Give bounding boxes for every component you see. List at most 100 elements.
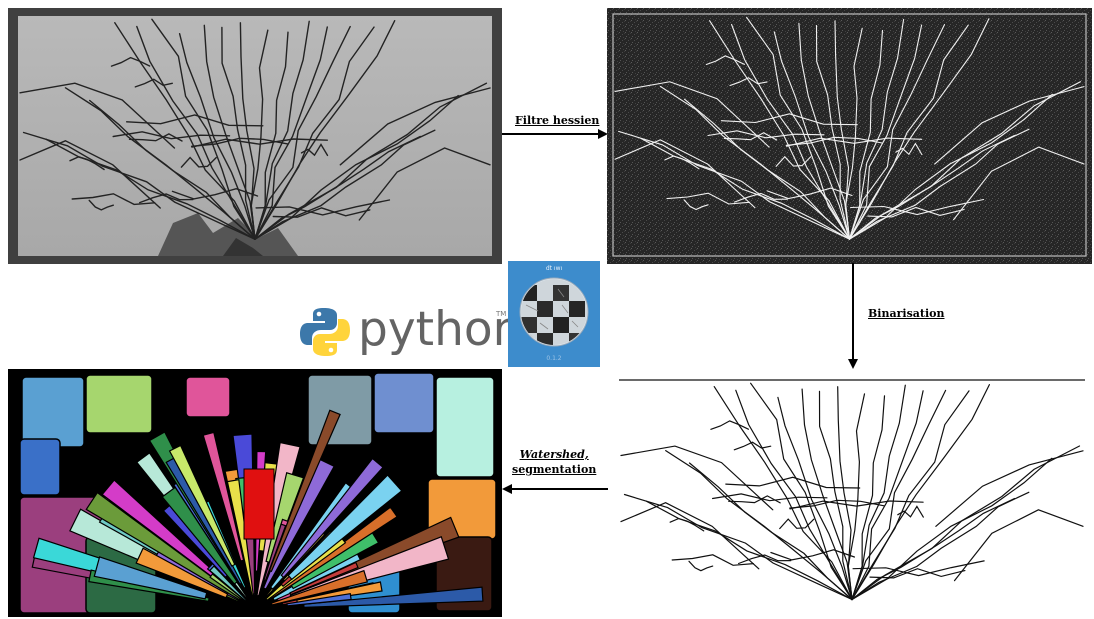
segment-wedge-58 — [287, 474, 403, 581]
binary-crack-13 — [851, 384, 906, 601]
binary-crack-33 — [789, 500, 924, 510]
raw-crack-13 — [254, 20, 310, 240]
hessian-crack-6 — [746, 16, 851, 240]
raw-crack-9 — [221, 26, 256, 240]
binary-crack-9 — [818, 390, 853, 601]
segment-wedge-38 — [270, 569, 369, 606]
binary-crack-0 — [623, 493, 853, 601]
hessian-crack-20 — [848, 93, 1053, 240]
hessian-crack-16 — [848, 24, 969, 240]
raw-crack-33 — [191, 138, 328, 148]
scikit-image-logo: dt ıwı 0.1.2 — [508, 261, 600, 367]
python-wordmark: python — [358, 302, 523, 357]
segment-wedge-33 — [289, 561, 359, 596]
hessian-crack-4 — [709, 20, 851, 240]
raw-crack-17 — [254, 20, 396, 240]
segment-wedge-51 — [135, 547, 229, 599]
raw-crack-35 — [171, 187, 259, 200]
hessian-crack-24 — [733, 192, 788, 203]
hessian-crack-7 — [773, 31, 851, 240]
binary-crack-17 — [851, 384, 990, 601]
hessian-crack-22 — [785, 136, 883, 146]
raw-crack-41 — [358, 147, 491, 221]
binary-crack-15 — [851, 389, 947, 601]
binary-crack-30 — [897, 505, 924, 518]
raw-crack-3 — [89, 99, 256, 240]
binary-crack-16 — [851, 390, 970, 601]
raw-crack-14 — [254, 26, 328, 240]
segment-wedge-45 — [268, 409, 341, 573]
hessian-crack-19 — [848, 128, 1030, 240]
raw-crack-22 — [190, 137, 289, 147]
hessian-crack-25 — [867, 206, 965, 218]
python-trademark: TM — [496, 310, 507, 318]
hessian-crack-38 — [614, 81, 770, 148]
hessian-crack-40 — [614, 139, 756, 209]
segment-wedge-39 — [303, 586, 484, 608]
binary-crack-22 — [789, 499, 885, 509]
hessian-crack-36 — [707, 130, 825, 139]
segment-wedge-48 — [93, 556, 208, 600]
hessian-crack-21 — [848, 81, 1081, 240]
binary-crack-23 — [852, 560, 985, 577]
binary-crack-25 — [869, 568, 966, 579]
segment-block-5 — [435, 376, 495, 478]
binarised-image — [613, 370, 1091, 618]
raw-crack-16 — [254, 26, 375, 240]
raw-crack-27 — [180, 156, 217, 168]
watershed-segmentation-image — [8, 369, 502, 617]
raw-crack-28 — [69, 156, 105, 171]
hessian-crack-28 — [664, 155, 700, 170]
binary-crack-41 — [953, 509, 1084, 582]
segment-block-3 — [307, 374, 373, 446]
hessian-crack-13 — [848, 18, 905, 240]
raw-crack-11 — [250, 29, 269, 240]
binary-crack-21 — [851, 445, 1081, 601]
segment-wedge-55 — [161, 486, 239, 585]
hessian-crack-31 — [720, 113, 858, 126]
raw-crack-31 — [126, 114, 264, 127]
step-label-binarisation: Binarisation — [868, 307, 945, 320]
hessian-crack-33 — [785, 137, 923, 147]
binary-crack-18 — [851, 497, 1016, 601]
raw-crack-25 — [272, 207, 371, 218]
raw-crack-7 — [178, 33, 256, 240]
raw-crack-24 — [139, 193, 194, 204]
arrow-left-watershed — [502, 484, 608, 494]
hessian-crack-8 — [798, 22, 851, 240]
binary-crack-38 — [620, 445, 774, 511]
segment-block-1 — [85, 374, 153, 434]
hessian-crack-41 — [953, 146, 1085, 221]
raw-crack-32 — [110, 56, 151, 67]
segment-wedge-53 — [208, 565, 249, 603]
hessian-crack-14 — [848, 24, 923, 240]
segment-wedge-47 — [168, 444, 236, 567]
raw-crack-19 — [254, 129, 436, 240]
binary-crack-14 — [851, 390, 924, 601]
watershed-word: Watershed, — [519, 448, 589, 461]
binary-crack-37 — [671, 554, 754, 566]
hessian-crack-39 — [934, 86, 1085, 165]
binary-crack-24 — [738, 554, 792, 565]
binary-crack-40 — [620, 502, 760, 570]
binary-crack-11 — [847, 393, 866, 601]
arrow-down-binarisation — [848, 263, 858, 369]
segment-wedge-56 — [226, 479, 254, 597]
segment-red-column — [243, 468, 275, 540]
raw-crack-30 — [300, 143, 329, 157]
python-logo-icon — [300, 308, 350, 356]
raw-crack-image — [8, 8, 502, 264]
raw-crack-21 — [254, 82, 488, 240]
hessian-crack-11 — [845, 27, 863, 240]
raw-crack-6 — [151, 18, 256, 240]
raw-crack-37 — [71, 193, 156, 206]
segment-wedge-14 — [264, 506, 398, 603]
binary-crack-31 — [725, 476, 861, 489]
binary-crack-27 — [779, 518, 815, 530]
raw-crack-8 — [203, 24, 256, 240]
skimage-sphere-icon — [519, 277, 589, 347]
segment-block-4 — [373, 372, 435, 434]
segmentation-word: segmentation — [512, 463, 597, 476]
raw-crack-40 — [19, 140, 161, 209]
segment-block-2 — [185, 376, 231, 418]
